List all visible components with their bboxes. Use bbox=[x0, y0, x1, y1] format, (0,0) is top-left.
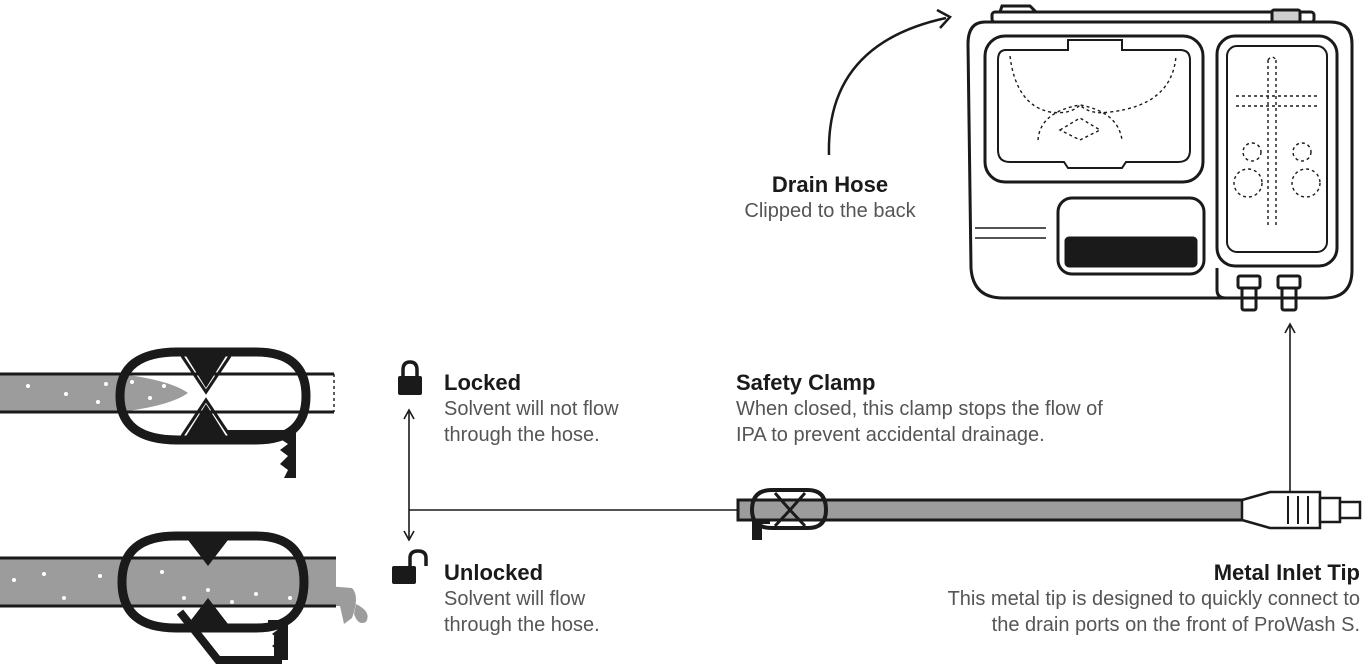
locked-callout: Locked Solvent will not flow through the… bbox=[444, 370, 704, 448]
unlocked-desc-line2: through the hose. bbox=[444, 614, 600, 636]
metal-inlet-tip-desc-line2: the drain ports on the front of ProWash … bbox=[991, 614, 1360, 636]
unlocked-clamp-closeup bbox=[0, 531, 368, 664]
locked-title: Locked bbox=[444, 370, 522, 395]
clamp-state-connector bbox=[403, 408, 738, 542]
locked-clamp-closeup bbox=[0, 347, 335, 478]
metal-inlet-tip-desc-line1: This metal tip is designed to quickly co… bbox=[947, 588, 1360, 610]
drain-hose-title: Drain Hose bbox=[771, 172, 889, 197]
inlet-tip-arrow bbox=[1284, 322, 1296, 494]
locked-desc-line1: Solvent will not flow bbox=[444, 398, 619, 420]
locked-desc-line2: through the hose. bbox=[444, 424, 600, 446]
safety-clamp-desc-line2: IPA to prevent accidental drainage. bbox=[736, 424, 1045, 446]
unlocked-desc-line1: Solvent will flow bbox=[444, 588, 586, 610]
safety-clamp-callout: Safety Clamp When closed, this clamp sto… bbox=[736, 370, 1176, 448]
safety-clamp-title: Safety Clamp bbox=[736, 370, 876, 395]
drain-hose-desc: Clipped to the back bbox=[744, 200, 916, 222]
metal-inlet-tip-callout: Metal Inlet Tip This metal tip is design… bbox=[860, 560, 1360, 638]
unlocked-callout: Unlocked Solvent will flow through the h… bbox=[444, 560, 704, 638]
drain-hose bbox=[736, 488, 1362, 540]
metal-inlet-tip-title: Metal Inlet Tip bbox=[1213, 560, 1360, 585]
lock-closed-icon bbox=[398, 360, 422, 395]
lock-open-icon bbox=[392, 549, 428, 584]
safety-clamp-desc-line1: When closed, this clamp stops the flow o… bbox=[736, 398, 1103, 420]
drain-hose-callout: Drain Hose Clipped to the back bbox=[722, 172, 938, 224]
prowash-machine bbox=[966, 4, 1354, 312]
unlocked-title: Unlocked bbox=[444, 560, 544, 585]
drain-hose-arrow bbox=[827, 8, 953, 156]
